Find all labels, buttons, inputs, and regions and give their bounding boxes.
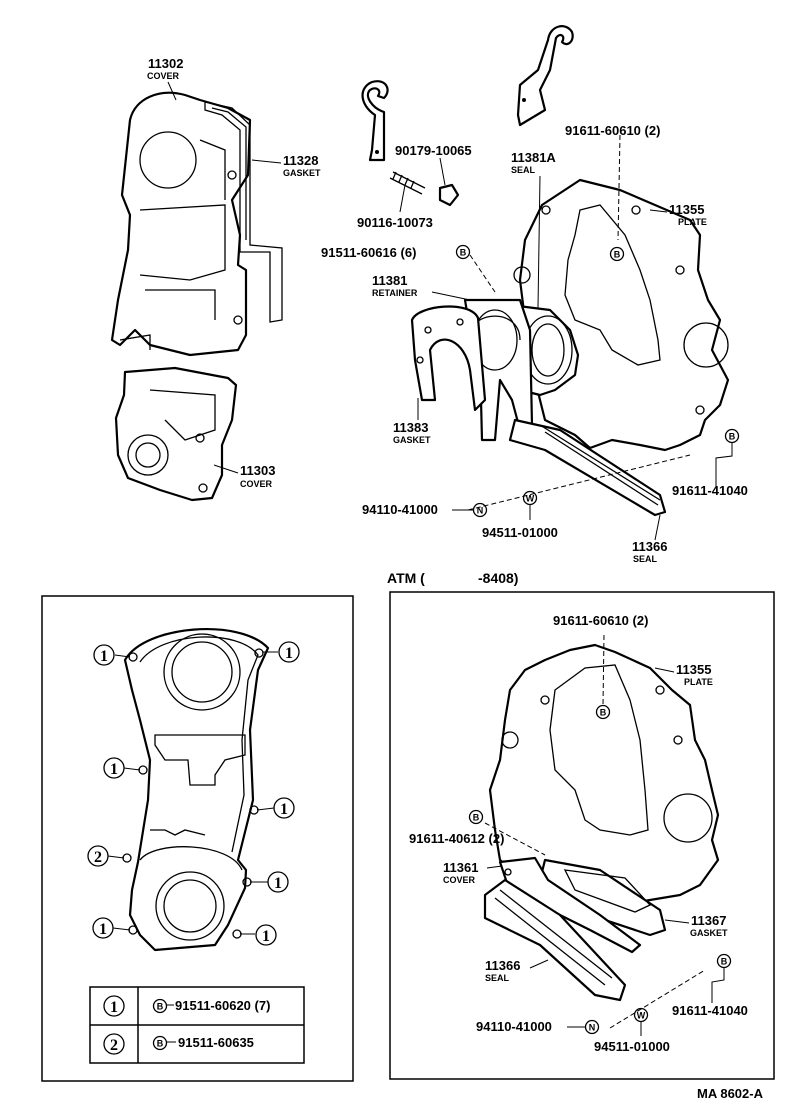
part-11302-name: COVER [147, 71, 180, 81]
atm-frame [389, 591, 775, 1080]
bolt-marker-1: 1 [285, 645, 293, 662]
legend-symbol: B [157, 1039, 164, 1049]
end-plate [513, 134, 730, 452]
bolt-marker-1: 1 [110, 761, 118, 778]
part-11383-name: GASKET [393, 435, 431, 445]
bolt-marker-1: 1 [262, 928, 270, 945]
atm-part-11367-name: GASKET [690, 928, 728, 938]
part-11328-name: GASKET [283, 168, 321, 178]
part-11302-number: 11302 [148, 56, 183, 71]
part-11381A-number: 11381A [511, 150, 556, 165]
atm-part-91611-60610-number: 91611-60610 (2) [553, 613, 648, 628]
legend-key: 2 [110, 1037, 118, 1054]
atm-part-11367-number: 11367 [691, 913, 726, 928]
part-11381-number: 11381 [372, 273, 407, 288]
lifting-hook-left [361, 80, 389, 162]
bolt-marker-1: 1 [100, 648, 108, 665]
stud-bolt [389, 171, 460, 207]
atm-part-94511-number: 94511-01000 [594, 1039, 670, 1054]
part-11303-name: COVER [240, 479, 273, 489]
legend-symbol: B [157, 1002, 164, 1012]
atm-part-91611-40612-number: 91611-40612 (2) [409, 831, 504, 846]
atm-part-11361-name: COVER [443, 875, 476, 885]
retainer-gasket [410, 305, 487, 412]
symbol-b: B [721, 957, 728, 967]
part-11366-name: SEAL [633, 554, 658, 564]
timing-cover-upper [110, 91, 252, 357]
symbol-n: N [589, 1023, 596, 1033]
part-91511-60616-number: 91511-60616 (6) [321, 245, 416, 260]
timing-cover-gasket [204, 101, 283, 323]
legend-key: 1 [110, 999, 118, 1016]
atm-seal [483, 878, 627, 1002]
cover-outline-bolt-view [123, 628, 270, 952]
part-11355-name: PLATE [678, 217, 707, 227]
symbol-b: B [460, 248, 467, 258]
lifting-hook-right [516, 25, 574, 127]
legend-part-number: 91511-60620 (7) [175, 998, 270, 1013]
atm-header-suffix: -8408) [478, 570, 518, 586]
part-11383-number: 11383 [393, 420, 428, 435]
symbol-b: B [729, 432, 736, 442]
part-11381A-name: SEAL [511, 165, 536, 175]
symbol-b: B [614, 250, 621, 260]
symbol-w: W [637, 1011, 646, 1021]
atm-part-94110-number: 94110-41000 [476, 1019, 552, 1034]
part-90116-number: 90116-10073 [357, 215, 433, 230]
atm-part-11361-number: 11361 [443, 860, 478, 875]
legend-part-number: 91511-60635 [178, 1035, 254, 1050]
atm-part-11355-name: PLATE [684, 677, 713, 687]
part-90179-number: 90179-10065 [395, 143, 472, 158]
retainer-plate [463, 298, 534, 442]
atm-header-prefix: ATM ( [387, 570, 425, 586]
bolt-legend-table: 1 B 91511-60620 (7) 2 B 91511-60635 [89, 986, 305, 1064]
bolt-marker-2: 2 [94, 849, 102, 866]
symbol-w: W [526, 494, 535, 504]
timing-cover-lower [114, 366, 238, 502]
part-94511-number: 94511-01000 [482, 525, 558, 540]
part-91611-41040-number: 91611-41040 [672, 483, 748, 498]
bolt-marker-1: 1 [274, 875, 282, 892]
atm-part-11366-name: SEAL [485, 973, 510, 983]
part-91611-60610-number: 91611-60610 (2) [565, 123, 660, 138]
atm-part-91611-41040-number: 91611-41040 [672, 1003, 748, 1018]
seal-strip [508, 418, 667, 517]
bolt-callouts-view: 1 1 1 1 2 1 1 1 [87, 641, 300, 946]
bolt-marker-1: 1 [99, 921, 107, 938]
symbol-b: B [600, 708, 607, 718]
part-11303-number: 11303 [240, 463, 275, 478]
symbol-b: B [473, 813, 480, 823]
part-11366-number: 11366 [632, 539, 667, 554]
bolt-marker-1: 1 [280, 801, 288, 818]
part-94110-number: 94110-41000 [362, 502, 438, 517]
diagram-code: MA 8602-A [697, 1086, 764, 1101]
symbol-n: N [477, 506, 484, 516]
atm-part-11366-number: 11366 [485, 958, 520, 973]
atm-part-11355-number: 11355 [676, 662, 711, 677]
part-11328-number: 11328 [283, 153, 318, 168]
bolt-location-frame [41, 595, 354, 1082]
atm-end-plate [488, 634, 720, 907]
part-11381-name: RETAINER [372, 288, 418, 298]
part-11355-number: 11355 [669, 202, 704, 217]
